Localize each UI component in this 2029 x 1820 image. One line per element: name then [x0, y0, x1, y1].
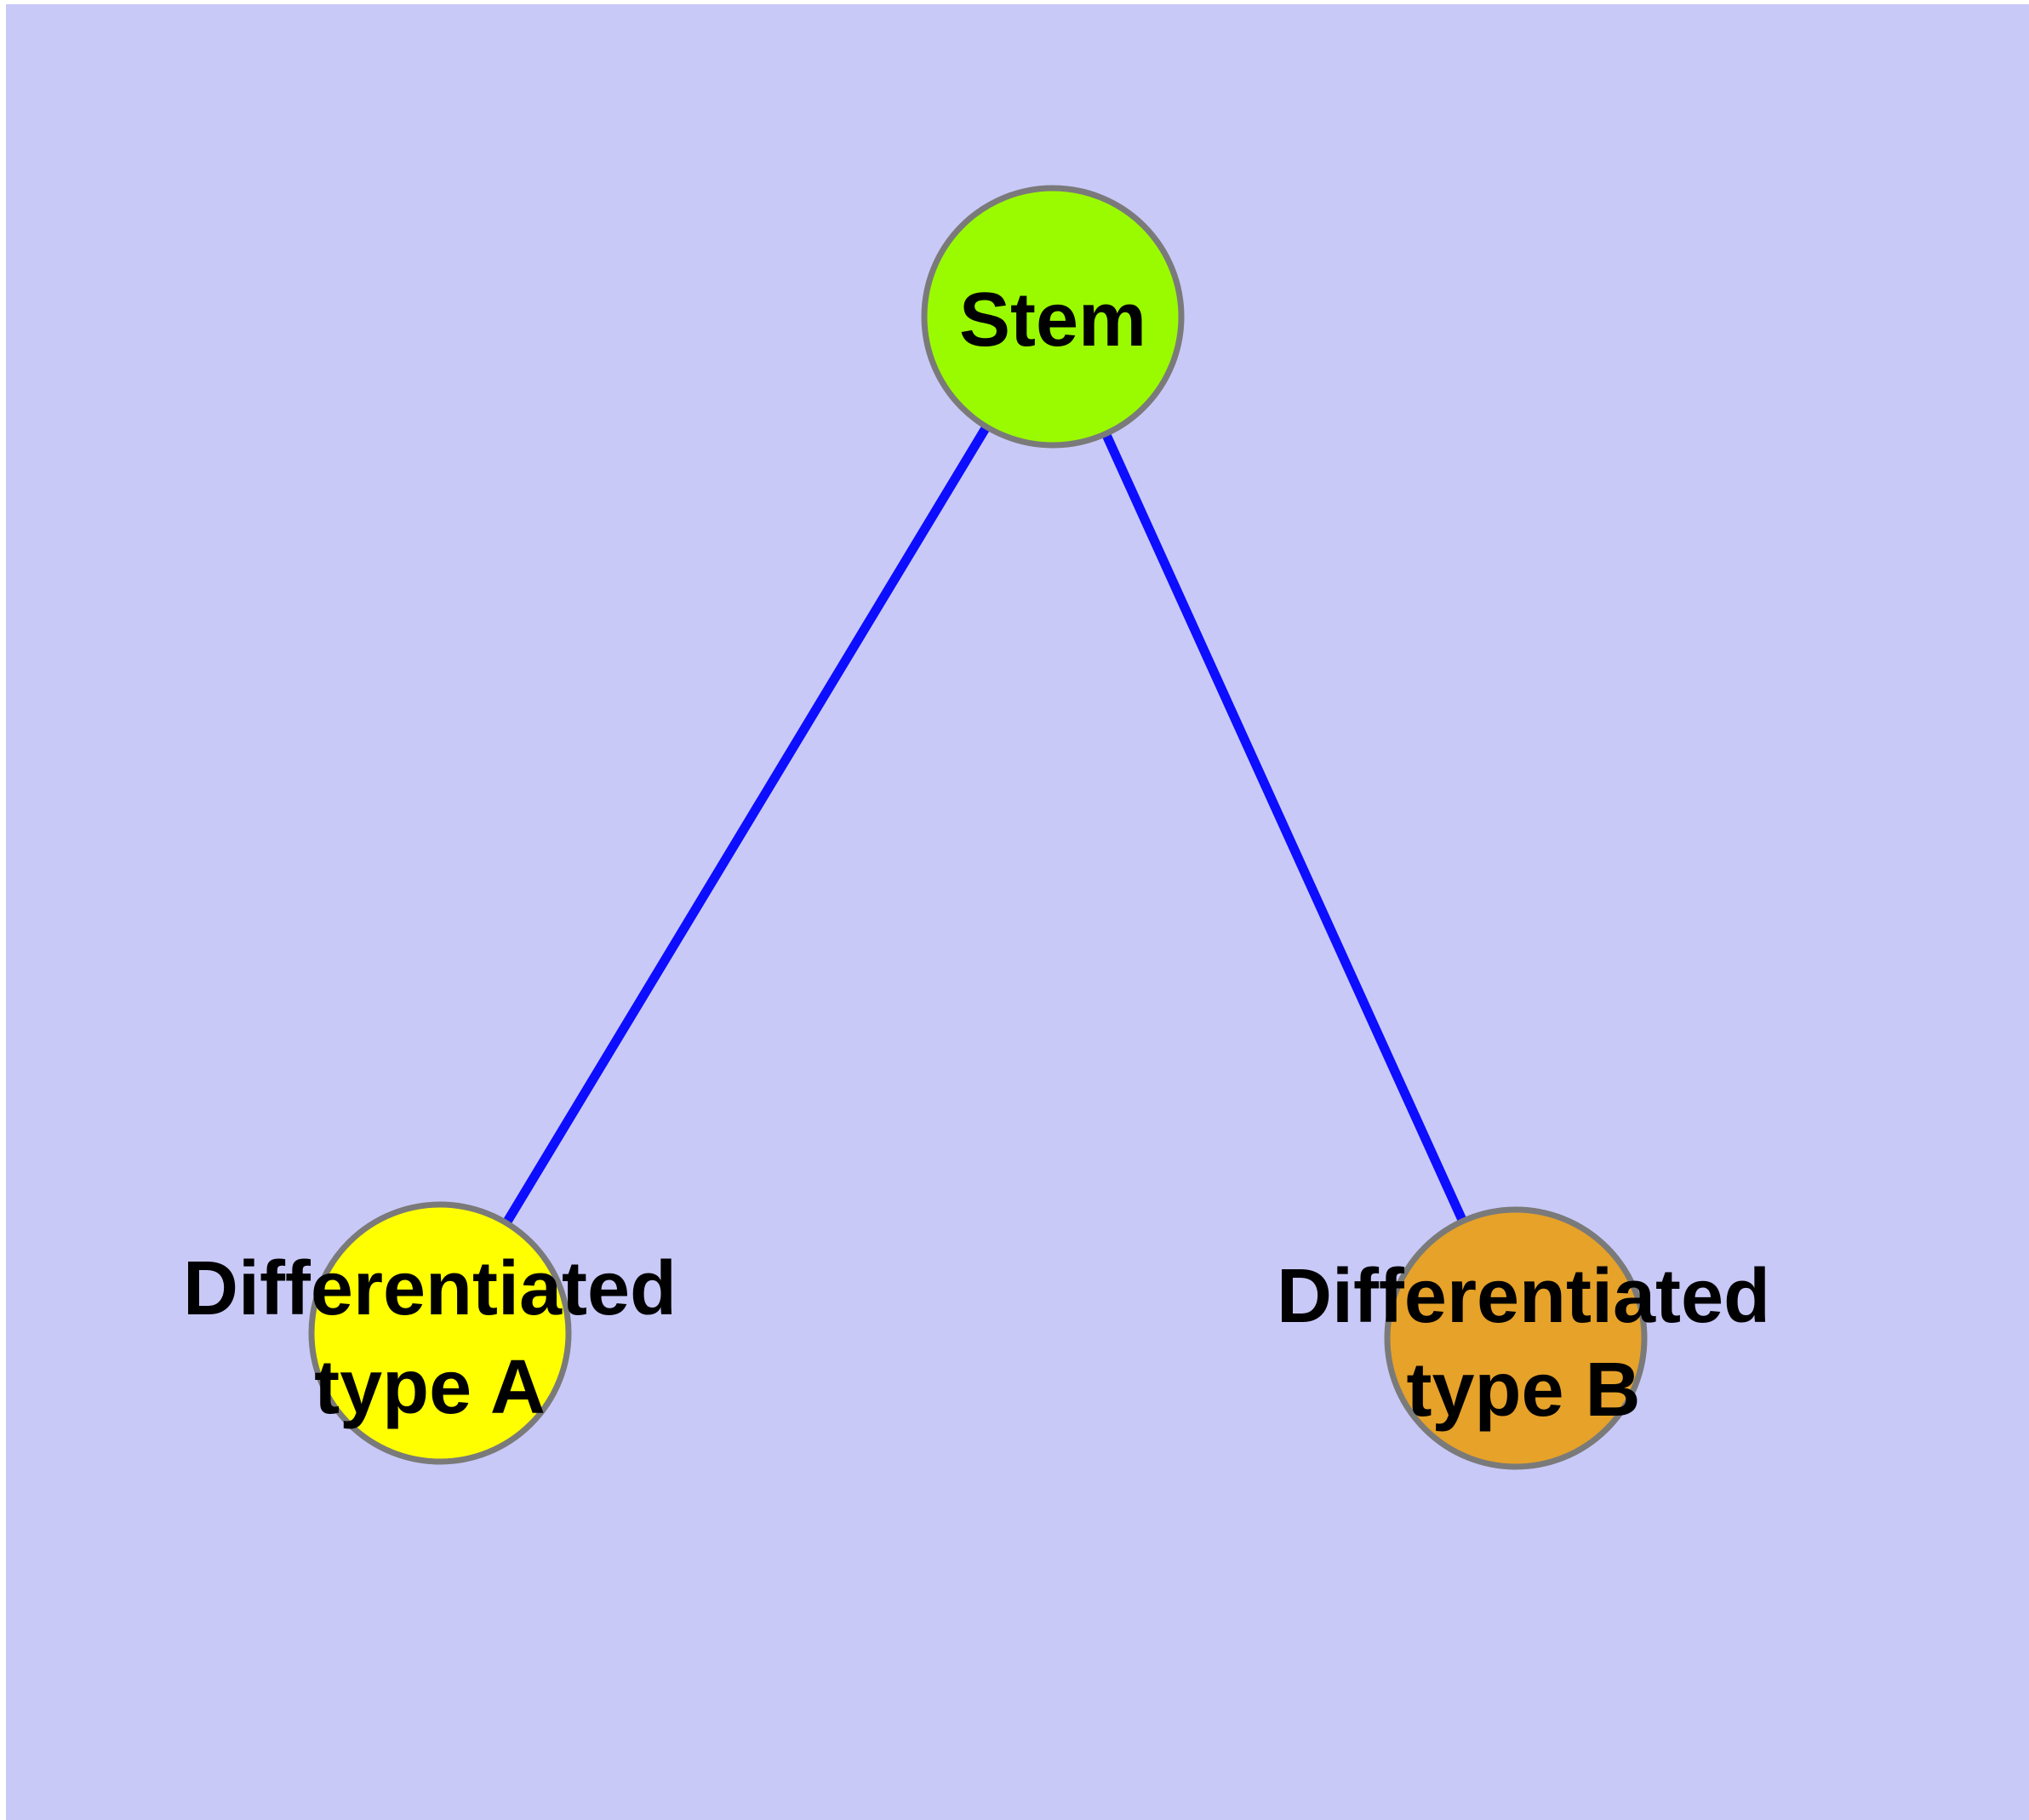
node-type-a-label-line2: type A: [314, 1345, 546, 1430]
edge-stem-to-type-b: [1048, 314, 1521, 1341]
edge-stem-to-type-a: [436, 314, 1057, 1336]
node-type-a-label-line1: Differentiated: [183, 1246, 677, 1331]
node-stem-label: Stem: [959, 278, 1146, 363]
node-differentiated-type-a: [308, 1201, 572, 1465]
node-type-b-label-line1: Differentiated: [1277, 1254, 1770, 1339]
node-stem: [921, 185, 1185, 449]
node-type-b-label-line2: type B: [1406, 1348, 1640, 1433]
diagram-canvas: Stem Differentiated type A Differentiate…: [6, 4, 2029, 1820]
node-differentiated-type-b: [1384, 1206, 1648, 1470]
cell-lineage-graph: Stem Differentiated type A Differentiate…: [6, 4, 2029, 1820]
